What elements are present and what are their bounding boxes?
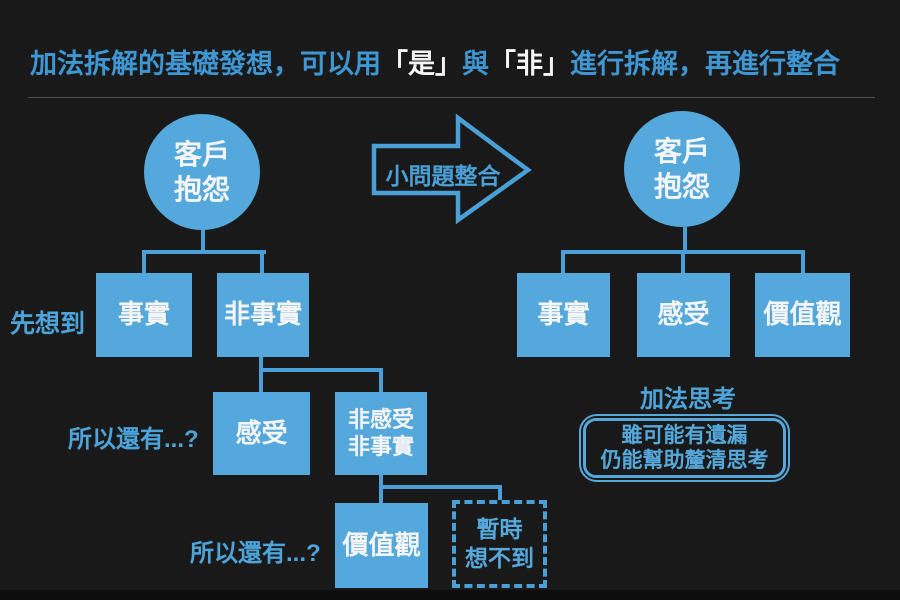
bottom-letterbox-strip — [0, 590, 900, 600]
box-nonfact: 非事實 — [217, 273, 309, 357]
connector-right-stub-feeling — [681, 250, 685, 275]
title-divider — [28, 97, 875, 98]
connector-right-stub-values — [801, 250, 805, 275]
box-fact-right-label: 事實 — [537, 299, 590, 330]
right-root-line2: 抱怨 — [653, 171, 710, 202]
box-values-left: 價值觀 — [335, 503, 428, 588]
integration-arrow-icon — [368, 108, 538, 233]
page-title: 加法拆解的基礎發想，可以用「是」與「非」進行拆解，再進行整合 — [30, 42, 895, 81]
connector-nonfact-down — [259, 357, 263, 394]
connector-left-row3-horizontal — [379, 485, 502, 489]
connector-left-row2-stub — [379, 368, 383, 394]
connector-left-row2-horizontal — [259, 368, 383, 372]
box-nonfact-label: 非事實 — [223, 299, 302, 330]
title-seg-1: 加法拆解的基礎發想，可以用 — [30, 49, 381, 79]
connector-left-root-down — [201, 228, 205, 254]
box-feeling-right-label: 感受 — [657, 299, 710, 330]
title-seg-and: 與 — [462, 49, 489, 79]
box-nonfeeling-nonfact: 非感受 非事實 — [335, 392, 427, 475]
note-line1: 雖可能有遺漏 — [621, 423, 748, 447]
box-nonfeeling-line1: 非感受 — [347, 407, 414, 433]
connector-left-row1-horizontal — [142, 250, 266, 254]
box-values-left-label: 價值觀 — [342, 529, 421, 560]
label-what-else-1: 所以還有...? — [68, 426, 199, 453]
right-root-line1: 客戶 — [653, 136, 710, 167]
label-first-thought: 先想到 — [10, 310, 86, 338]
note-line2: 仍能幫助釐清思考 — [600, 449, 769, 472]
left-root-circle: 客戶 抱怨 — [144, 114, 260, 230]
connector-left-row1-stub-nonfact — [260, 250, 264, 275]
box-fact-left-label: 事實 — [117, 299, 170, 330]
caption-additive-thinking: 加法思考 — [640, 386, 736, 413]
left-root-line1: 客戶 — [173, 139, 230, 170]
title-seg-no: 「非」 — [489, 49, 570, 79]
box-values-right: 價值觀 — [755, 273, 850, 357]
left-root-line2: 抱怨 — [173, 174, 230, 205]
box-fact-left: 事實 — [96, 273, 192, 357]
dashed-box-line2: 想不到 — [465, 545, 534, 571]
box-feeling-right: 感受 — [637, 273, 730, 357]
connector-nonfeeling-down — [379, 475, 383, 505]
dashed-box-temp-no-idea: 暫時 想不到 — [452, 500, 547, 588]
connector-left-row3-stub-dashed — [498, 485, 502, 502]
connector-left-row1-stub-fact — [142, 250, 146, 275]
right-root-circle: 客戶 抱怨 — [624, 111, 740, 227]
title-seg-5: 進行拆解，再進行整合 — [570, 49, 840, 79]
box-nonfeeling-line2: 非事實 — [347, 433, 414, 459]
dashed-box-line1: 暫時 — [476, 516, 523, 543]
box-feeling-left-label: 感受 — [235, 417, 288, 448]
label-what-else-2: 所以還有...? — [190, 540, 321, 567]
title-seg-yes: 「是」 — [381, 49, 462, 79]
connector-right-root-down — [683, 227, 687, 254]
note-box: 雖可能有遺漏 仍能幫助釐清思考 — [579, 414, 790, 482]
integration-arrow-label: 小問題整合 — [385, 163, 501, 189]
connector-right-stub-fact — [561, 250, 565, 275]
note-box-inner: 雖可能有遺漏 仍能幫助釐清思考 — [583, 418, 786, 478]
box-feeling-left: 感受 — [213, 392, 310, 475]
box-fact-right: 事實 — [517, 273, 610, 357]
box-values-right-label: 價值觀 — [763, 299, 842, 330]
